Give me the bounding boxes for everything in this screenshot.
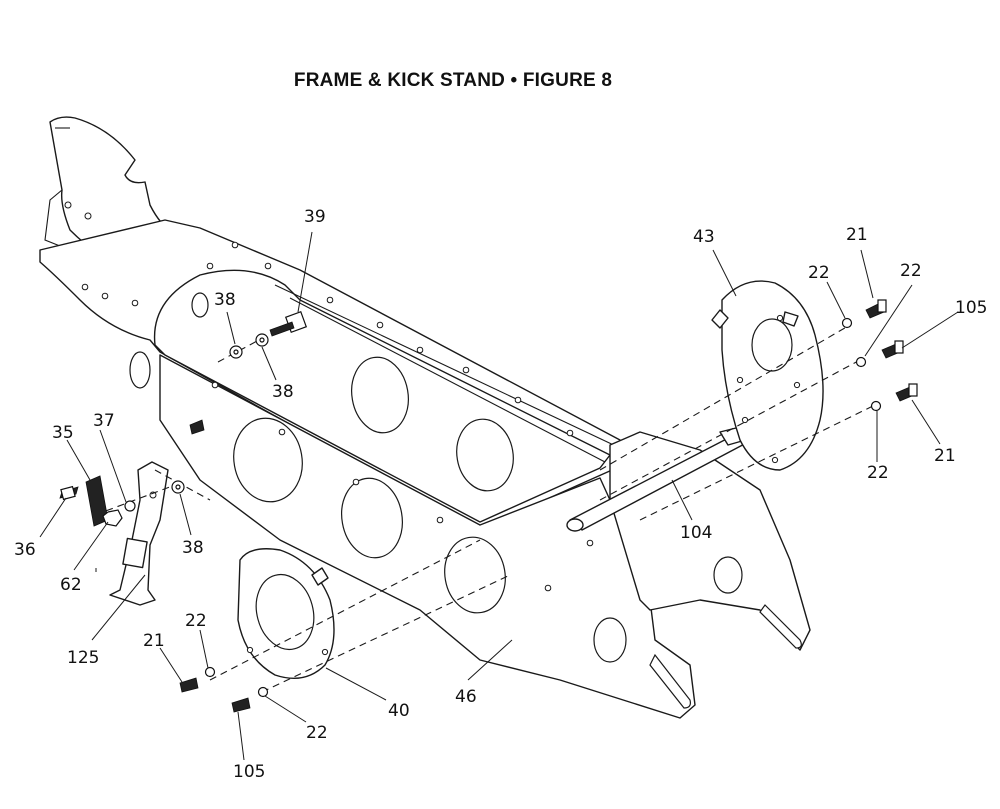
callout-22-c: 22 <box>867 463 889 483</box>
callout-21-c: 21 <box>143 631 165 651</box>
callout-37: 37 <box>93 411 115 431</box>
callout-22-b: 22 <box>900 261 922 281</box>
callout-38-low: 38 <box>182 538 204 558</box>
callout-38-mid: 38 <box>272 382 294 402</box>
main-frame-46 <box>39 219 696 719</box>
callout-21-a: 21 <box>846 225 868 245</box>
hardware <box>59 299 918 713</box>
left-plate-40 <box>237 548 335 679</box>
callout-22-e: 22 <box>306 723 328 743</box>
kick-stand-bracket-125 <box>109 461 169 606</box>
callout-38-top: 38 <box>214 290 236 310</box>
callout-21-b: 21 <box>934 446 956 466</box>
callout-labels: 39 38 38 38 43 22 21 22 105 21 22 35 37 … <box>14 207 987 782</box>
callout-22-d: 22 <box>185 611 207 631</box>
callout-36: 36 <box>14 540 36 560</box>
callout-22-a: 22 <box>808 263 830 283</box>
right-plate-43 <box>711 280 824 471</box>
callout-105-left: 105 <box>233 762 265 782</box>
callout-105-right: 105 <box>955 298 987 318</box>
leader-lines <box>39 231 959 761</box>
callout-62: 62 <box>60 575 82 595</box>
callout-125: 125 <box>67 648 99 668</box>
assembly-lines <box>94 317 876 693</box>
figure-title: FRAME & KICK STAND • FIGURE 8 <box>293 70 613 91</box>
callout-35: 35 <box>52 423 74 443</box>
callout-104: 104 <box>680 523 712 543</box>
callout-46: 46 <box>455 687 477 707</box>
callout-39: 39 <box>304 207 326 227</box>
callout-43: 43 <box>693 227 715 247</box>
callout-40: 40 <box>388 701 410 721</box>
